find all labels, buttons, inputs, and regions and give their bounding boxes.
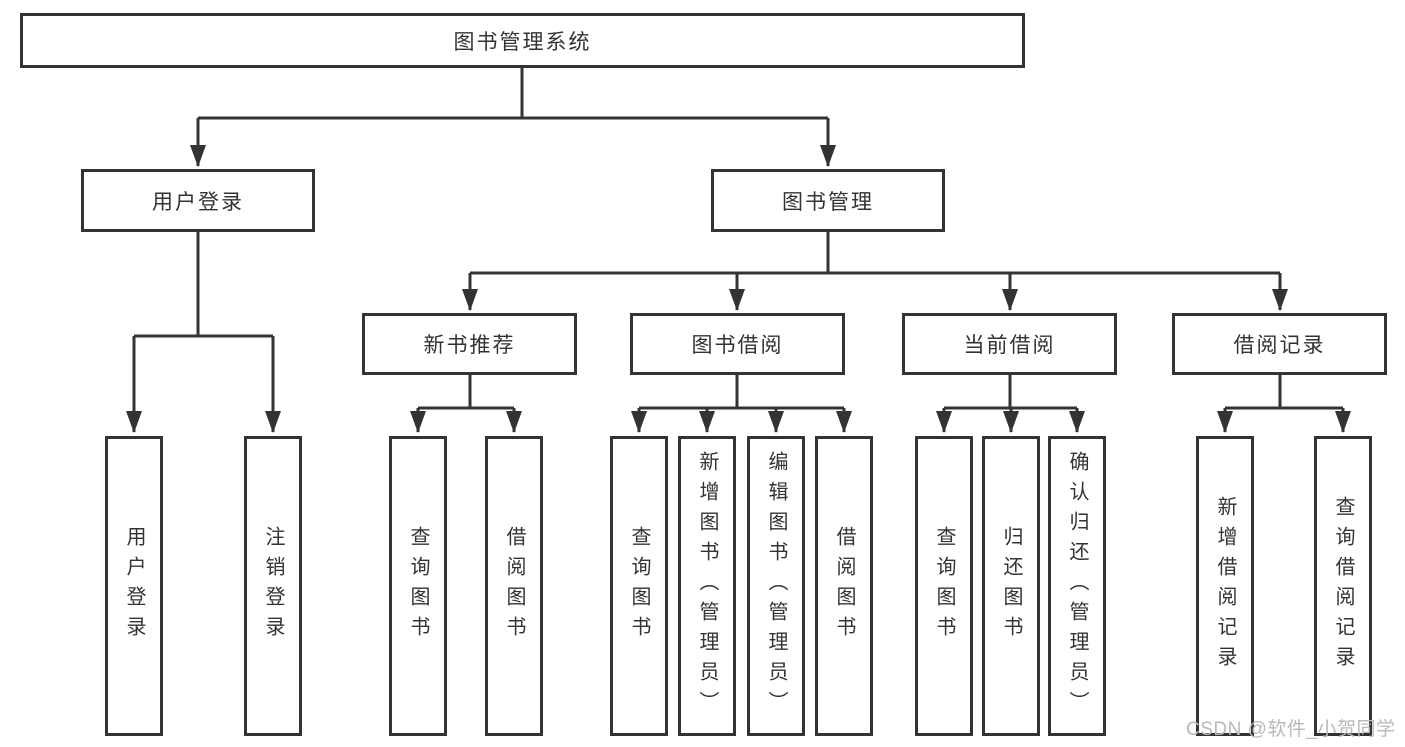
leaf-confirm-return-admin: 确认归还（管理员） (1048, 436, 1106, 736)
leaf-query-borrow-record: 查询借阅记录 (1314, 436, 1372, 736)
leaf-borrow-book-label: 借阅图书 (833, 526, 855, 646)
leaf-edit-book-admin: 编辑图书（管理员） (747, 436, 805, 736)
leaf-return-book: 归还图书 (982, 436, 1040, 736)
leaf-add-book-admin-label: 新增图书（管理员） (696, 451, 718, 721)
leaf-query-book-borrow: 查询图书 (610, 436, 668, 736)
leaf-user-login-label: 用户登录 (123, 526, 145, 646)
leaf-edit-book-admin-label: 编辑图书（管理员） (765, 451, 787, 721)
node-borrow-records: 借阅记录 (1172, 313, 1387, 375)
leaf-query-book-current: 查询图书 (915, 436, 973, 736)
node-book-borrow: 图书借阅 (630, 313, 845, 375)
node-book-management: 图书管理 (711, 169, 945, 232)
leaf-confirm-return-admin-label: 确认归还（管理员） (1066, 451, 1088, 721)
node-library-system: 图书管理系统 (20, 13, 1025, 68)
leaf-return-book-label: 归还图书 (1000, 526, 1022, 646)
leaf-add-borrow-record: 新增借阅记录 (1196, 436, 1254, 736)
leaf-query-book-recommend: 查询图书 (389, 436, 447, 736)
leaf-query-book-recommend-label: 查询图书 (407, 526, 429, 646)
node-user-login: 用户登录 (81, 169, 315, 232)
node-new-book-recommend: 新书推荐 (362, 313, 577, 375)
leaf-add-borrow-record-label: 新增借阅记录 (1214, 496, 1236, 676)
leaf-user-login: 用户登录 (105, 436, 163, 736)
leaf-query-borrow-record-label: 查询借阅记录 (1332, 496, 1354, 676)
leaf-query-book-borrow-label: 查询图书 (628, 526, 650, 646)
leaf-borrow-book-recommend-label: 借阅图书 (503, 526, 525, 646)
leaf-add-book-admin: 新增图书（管理员） (678, 436, 736, 736)
leaf-logout-label: 注销登录 (262, 526, 284, 646)
leaf-logout: 注销登录 (244, 436, 302, 736)
csdn-watermark: CSDN @软件_小贺同学 (1186, 719, 1396, 740)
leaf-borrow-book: 借阅图书 (815, 436, 873, 736)
node-current-borrow: 当前借阅 (902, 313, 1117, 375)
leaf-query-book-current-label: 查询图书 (933, 526, 955, 646)
leaf-borrow-book-recommend: 借阅图书 (485, 436, 543, 736)
